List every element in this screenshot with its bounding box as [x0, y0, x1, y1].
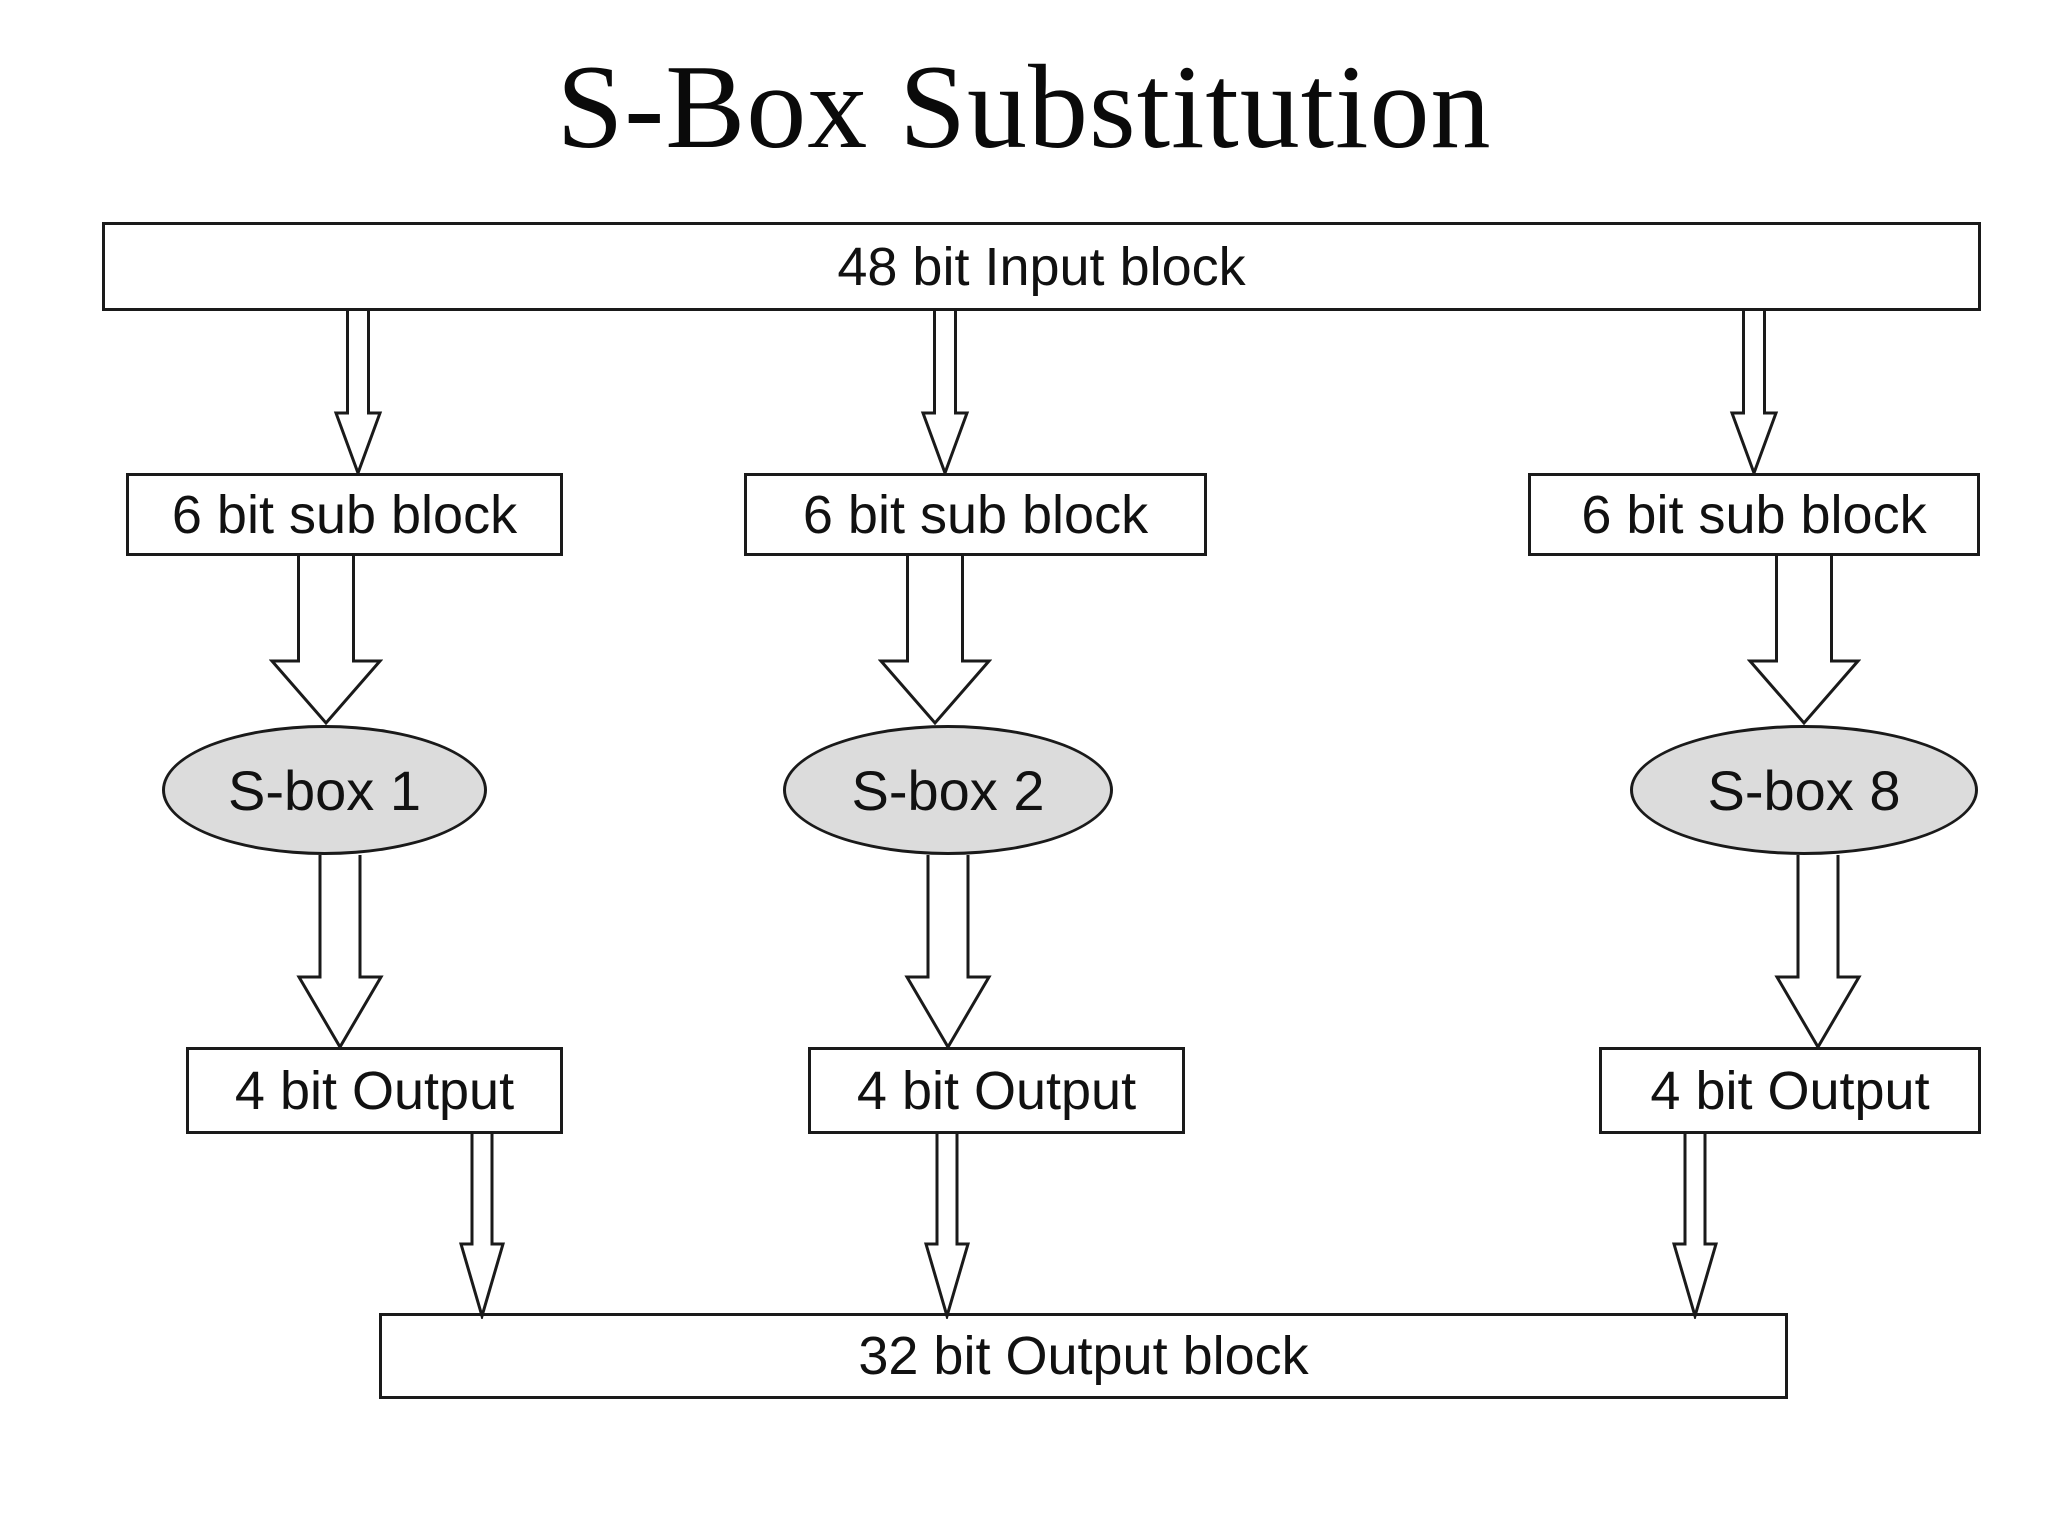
output-box-2-label: 4 bit Output [856, 1060, 1137, 1121]
arrow-sbox-to-output-1-icon [296, 855, 384, 1050]
arrow-subblock-to-sbox-1-icon [269, 556, 383, 726]
diagram-title: S-Box Substitution [556, 40, 1492, 173]
arrow-subblock-to-sbox-3-icon [1747, 556, 1861, 726]
sbox-ellipse-2: S-box 2 [783, 725, 1113, 855]
arrow-subblock-to-sbox-2-icon [878, 556, 992, 726]
sbox-ellipse-1: S-box 1 [162, 725, 487, 855]
output-box-1-label: 4 bit Output [234, 1060, 515, 1121]
output-box-3: 4 bit Output [1599, 1047, 1981, 1134]
arrow-sbox-to-output-2-icon [904, 855, 992, 1050]
sub-block-1: 6 bit sub block [126, 473, 563, 556]
sub-block-3-label: 6 bit sub block [1581, 484, 1927, 545]
output-box-2: 4 bit Output [808, 1047, 1185, 1134]
sbox-2-label: S-box 2 [851, 758, 1045, 822]
input-block-label: 48 bit Input block [837, 236, 1246, 297]
sbox-3-label: S-box 8 [1707, 758, 1901, 822]
arrow-sbox-to-output-3-icon [1774, 855, 1862, 1050]
arrow-output-to-block-3-icon [1672, 1134, 1718, 1319]
arrow-output-to-block-1-icon [459, 1134, 505, 1319]
output-block: 32 bit Output block [379, 1313, 1788, 1399]
sub-block-2: 6 bit sub block [744, 473, 1207, 556]
arrow-input-to-subblock-1-icon [333, 311, 383, 476]
arrow-input-to-subblock-2-icon [920, 311, 970, 476]
sbox-ellipse-3: S-box 8 [1630, 725, 1978, 855]
sub-block-3: 6 bit sub block [1528, 473, 1980, 556]
input-block: 48 bit Input block [102, 222, 1981, 311]
output-box-3-label: 4 bit Output [1650, 1060, 1930, 1121]
sbox-1-label: S-box 1 [228, 758, 421, 822]
output-box-1: 4 bit Output [186, 1047, 563, 1134]
sub-block-1-label: 6 bit sub block [171, 484, 518, 545]
arrow-output-to-block-2-icon [924, 1134, 970, 1319]
sub-block-2-label: 6 bit sub block [802, 484, 1149, 545]
output-block-label: 32 bit Output block [858, 1326, 1309, 1386]
arrow-input-to-subblock-3-icon [1729, 311, 1779, 476]
